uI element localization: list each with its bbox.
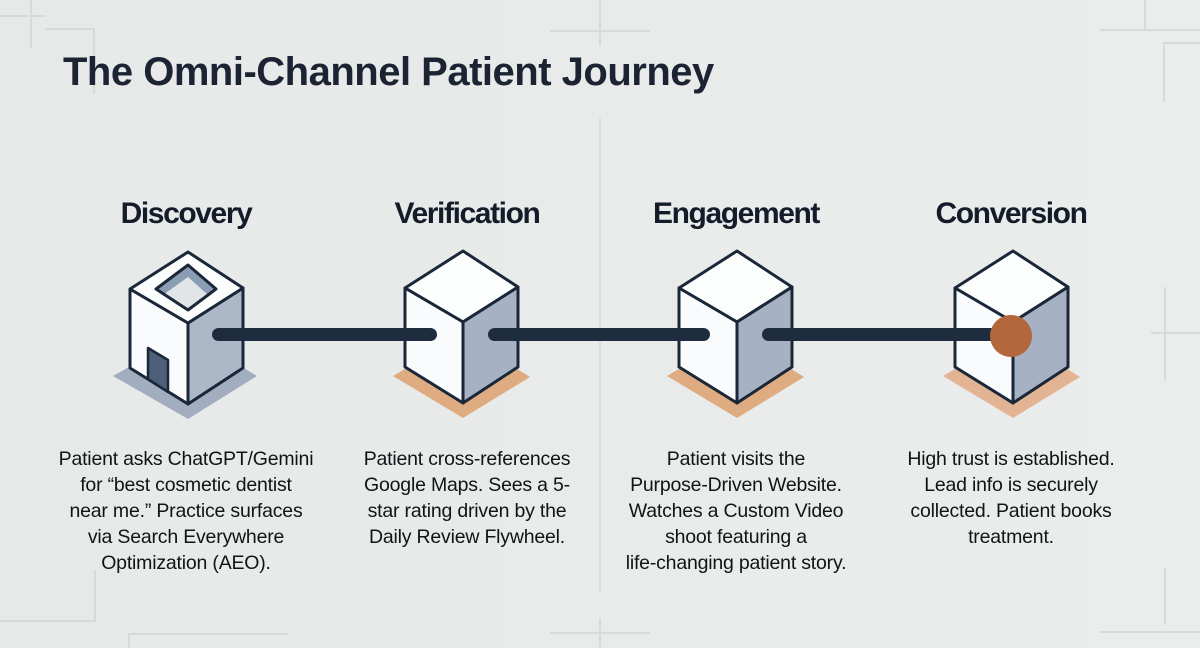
crop-mark (1163, 42, 1200, 44)
stage-heading-verification: Verification (394, 197, 541, 230)
crop-mark (1163, 42, 1165, 102)
stage-description-discovery: Patient asks ChatGPT/Gemini for “best co… (58, 448, 314, 574)
journey-connector-line (212, 328, 437, 341)
stage-heading-discovery: Discovery (120, 197, 253, 230)
stage-description-engagement: Patient visits the Purpose-Driven Websit… (625, 448, 847, 574)
crop-mark (1164, 568, 1166, 625)
crop-mark (94, 570, 96, 622)
stage-heading-engagement: Engagement (652, 197, 820, 230)
page-title: The Omni-Channel Patient Journey (63, 50, 714, 94)
open-box-icon (111, 244, 261, 424)
crop-mark (0, 620, 95, 622)
conversion-endpoint-dot (990, 315, 1032, 357)
crop-mark (550, 632, 650, 634)
crop-mark (128, 633, 130, 648)
crop-mark (0, 15, 46, 17)
stage-heading-conversion: Conversion (935, 197, 1087, 230)
crop-mark (1151, 332, 1200, 334)
stage-description-verification: Patient cross-references Google Maps. Se… (363, 448, 571, 548)
stage-description-conversion: High trust is established. Lead info is … (907, 448, 1115, 548)
crop-mark (550, 30, 650, 32)
crop-mark (1144, 0, 1146, 30)
section-divider (599, 118, 601, 592)
journey-connector-line (488, 328, 710, 341)
crop-mark (1100, 29, 1200, 31)
crop-mark (45, 28, 95, 30)
cube-dot-icon (936, 243, 1086, 423)
crop-mark (128, 633, 288, 635)
journey-connector-line (762, 328, 1013, 341)
crop-mark (1164, 287, 1166, 381)
crop-mark (1100, 631, 1200, 633)
crop-mark (30, 0, 32, 48)
crop-mark (93, 28, 95, 94)
crop-mark (599, 0, 601, 46)
